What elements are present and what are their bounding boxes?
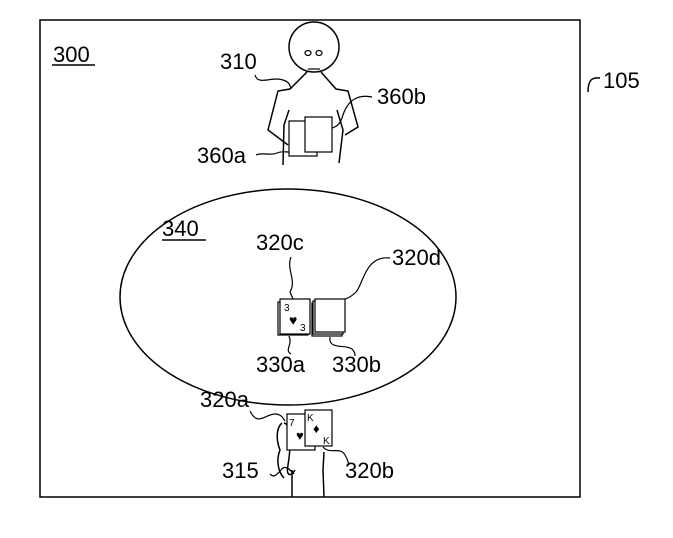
device-leader-line: [587, 77, 601, 93]
table-card-rank-top: 3: [284, 303, 290, 314]
player-hand-label: 315: [222, 458, 259, 483]
table-deck: [311, 298, 346, 337]
player-hand: 7 ♥ K ♦ K: [276, 409, 333, 498]
dealer-figure: [267, 21, 359, 166]
table-card-rank-bottom: 3: [300, 323, 306, 334]
table-deck-stack-leader-line: [329, 336, 356, 357]
player-card-right-rank-top: K: [307, 413, 314, 424]
table-card-stack: 3 ♥ 3: [277, 298, 311, 336]
player-card-right: [304, 409, 333, 447]
dealer-label: 310: [220, 49, 257, 74]
hold-right-leader-line: [331, 95, 373, 129]
player-card-left-leader-line: [249, 410, 286, 422]
table-card: [279, 298, 311, 335]
table-label: 340: [162, 216, 199, 241]
hold-right-label: 360b: [377, 84, 426, 109]
player-card-left-rank: 7: [289, 418, 295, 429]
table-card-label: 320c: [256, 230, 304, 255]
player-card-right-label: 320b: [345, 458, 394, 483]
deck-card-top: [314, 298, 346, 333]
player-card-left-suit: ♥: [296, 428, 304, 443]
dealer-card-right: [304, 116, 333, 153]
hold-left-leader-line: [255, 151, 290, 156]
table-card-suit: ♥: [289, 312, 297, 328]
table-card-stack-leader-line: [287, 335, 292, 355]
table-card-stack-label: 330a: [256, 352, 306, 377]
dealer-eye-left: [304, 49, 312, 57]
table-card-leader-line: [289, 256, 294, 300]
player-card-left-label: 320a: [200, 387, 250, 412]
player-card-right-suit: ♦: [313, 421, 320, 436]
table-deck-label: 320d: [392, 245, 441, 270]
player-hand-leader-line: [269, 466, 295, 477]
hold-left-label: 360a: [197, 143, 247, 168]
table-deck-leader-line: [344, 257, 391, 300]
dealer-head: [288, 21, 340, 73]
dealer-eye-right: [315, 49, 323, 57]
dealer-right-side: [320, 71, 359, 164]
player-card-right-leader-line: [322, 446, 350, 466]
device-label: 105: [603, 68, 640, 93]
table-deck-stack-label: 330b: [332, 352, 381, 377]
player-wrist: [291, 451, 325, 498]
frame-label: 300: [53, 42, 90, 67]
player-card-right-rank-bottom: K: [323, 436, 330, 447]
dealer-leader-line: [254, 74, 292, 90]
game-table: [119, 188, 457, 406]
